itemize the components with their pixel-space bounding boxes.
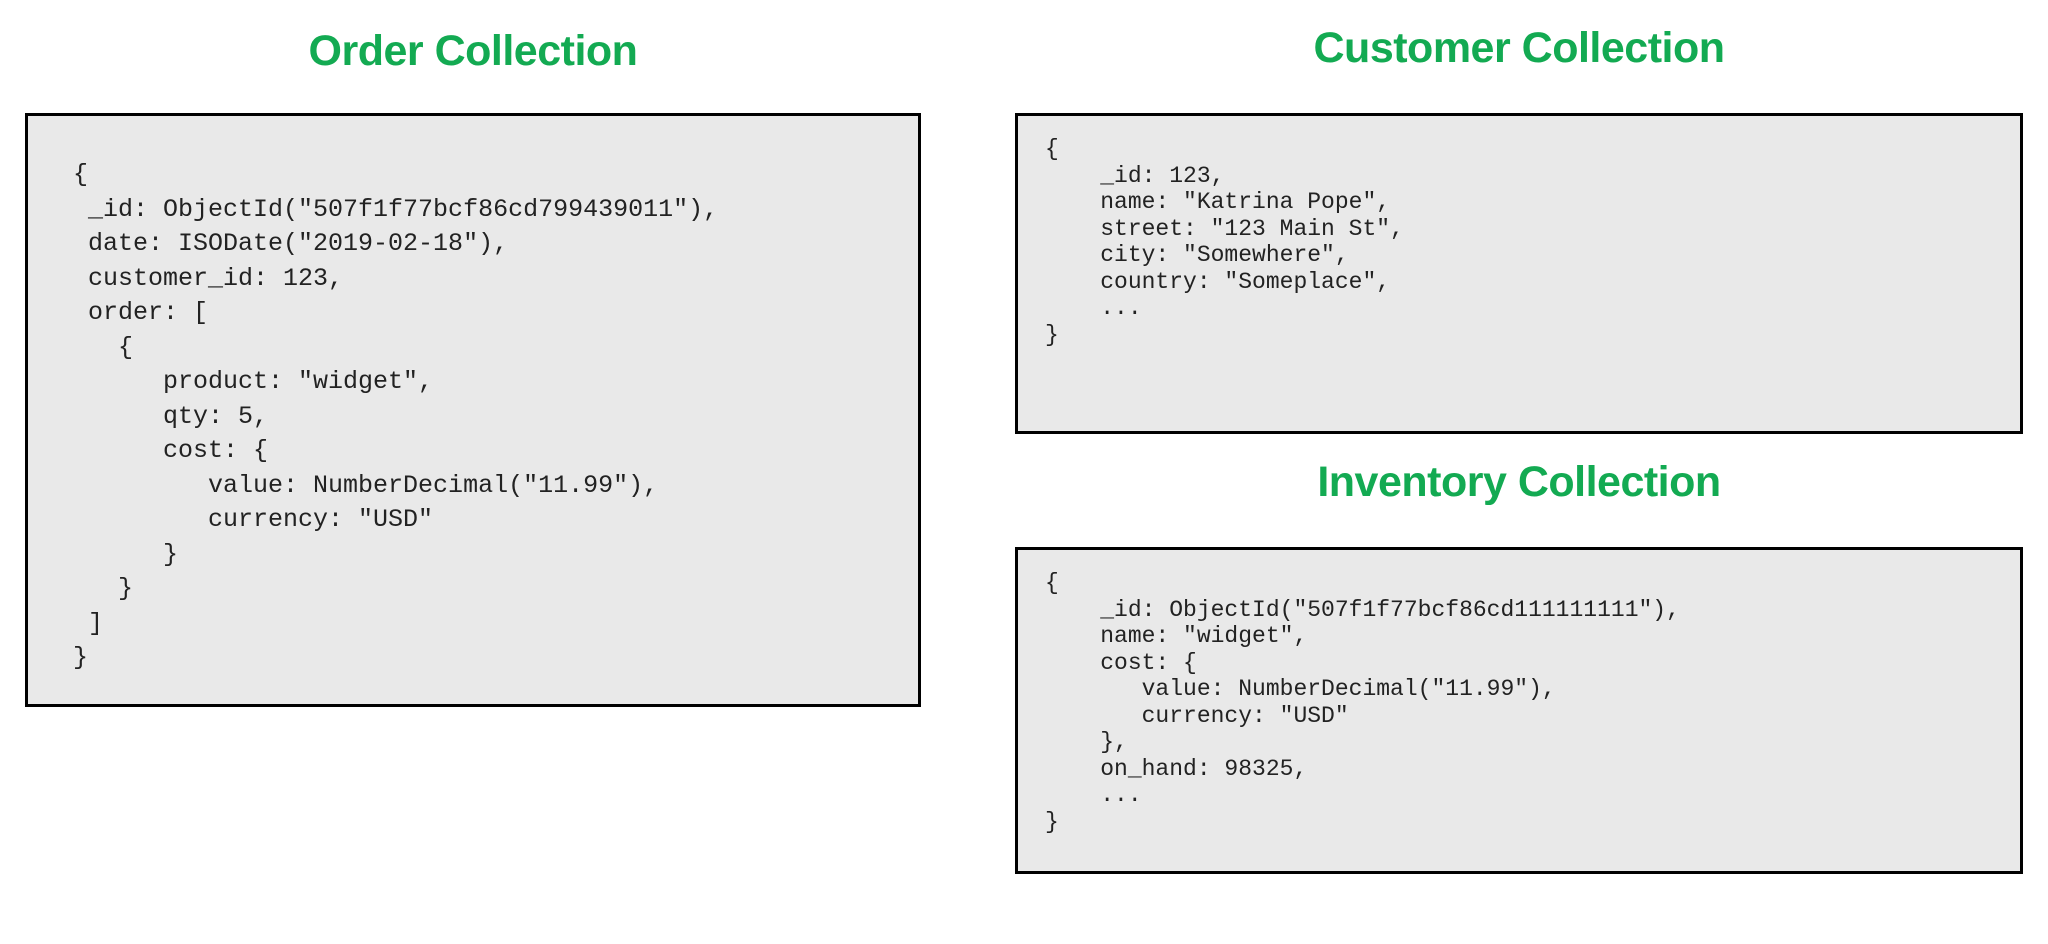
- order-collection-code-box: { _id: ObjectId("507f1f77bcf86cd79943901…: [25, 113, 921, 707]
- customer-collection-code: { _id: 123, name: "Katrina Pope", street…: [1045, 136, 1404, 348]
- order-collection-code: { _id: ObjectId("507f1f77bcf86cd79943901…: [73, 160, 719, 672]
- order-collection-panel: Order Collection { _id: ObjectId("507f1f…: [25, 30, 921, 707]
- customer-collection-title: Customer Collection: [1313, 24, 1726, 72]
- order-collection-title: Order Collection: [308, 27, 638, 75]
- customer-collection-panel: Customer Collection { _id: 123, name: "K…: [1015, 27, 2023, 434]
- inventory-collection-panel: Inventory Collection { _id: ObjectId("50…: [1015, 461, 2023, 874]
- inventory-collection-title: Inventory Collection: [1317, 458, 1721, 506]
- inventory-collection-code: { _id: ObjectId("507f1f77bcf86cd11111111…: [1045, 570, 1680, 835]
- inventory-collection-code-box: { _id: ObjectId("507f1f77bcf86cd11111111…: [1015, 547, 2023, 874]
- customer-collection-code-box: { _id: 123, name: "Katrina Pope", street…: [1015, 113, 2023, 434]
